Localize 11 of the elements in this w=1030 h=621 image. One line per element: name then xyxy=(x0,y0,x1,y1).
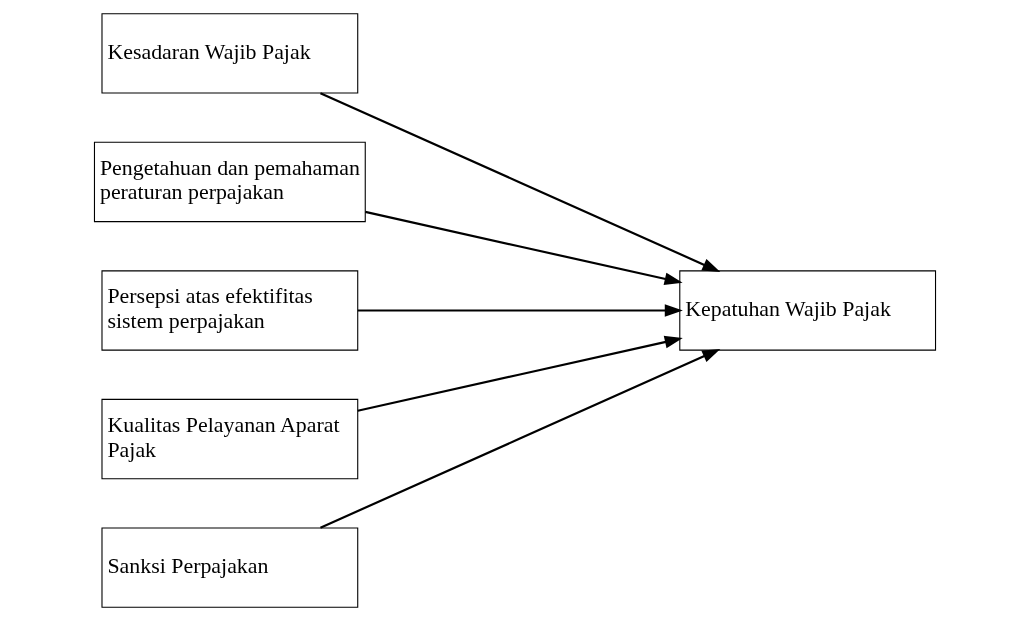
arrow xyxy=(320,348,721,529)
node-box: Pengetahuan dan pemahaman peraturan perpajakan xyxy=(93,141,366,223)
arrow xyxy=(357,304,683,317)
node-box: Persepsi atas efektifitas sistem perpajakan xyxy=(101,270,359,351)
node-box: Kesadaran Wajib Pajak xyxy=(101,13,359,94)
node-box: Kepatuhan Wajib Pajak xyxy=(679,270,937,351)
arrow xyxy=(357,335,683,412)
arrow xyxy=(365,210,683,286)
node-box: Kualitas Pelayanan Aparat Pajak xyxy=(101,398,359,480)
node-box: Sanksi Perpajakan xyxy=(101,527,359,608)
arrow xyxy=(320,92,721,273)
